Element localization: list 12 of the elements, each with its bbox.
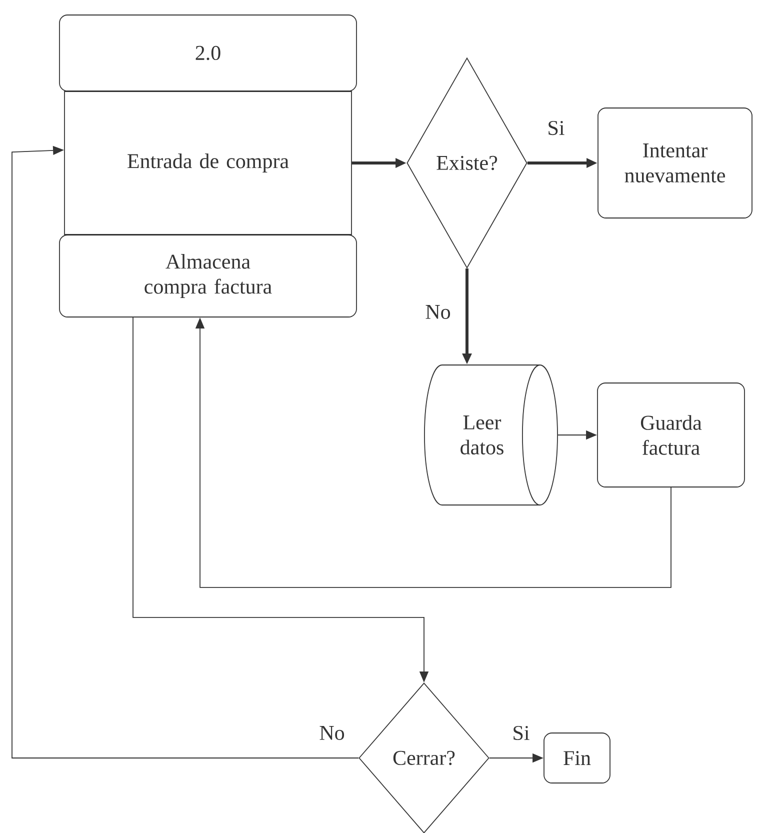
edge-label: Si: [511, 724, 531, 742]
terminal-box: Fin: [544, 732, 610, 784]
storage-cylinder: Leer datos: [424, 364, 558, 506]
edge-label: Si: [546, 120, 566, 136]
arrow: [12, 146, 359, 758]
process-footer: Almacena compra factura: [59, 234, 357, 318]
process-box: Entrada de compra: [64, 91, 352, 235]
process-box: Intentar nuevamente: [598, 108, 752, 218]
edge-label: No: [424, 304, 452, 320]
process-header: 2.0: [59, 14, 357, 92]
process-box: Guarda factura: [597, 382, 745, 488]
edge-label: No: [318, 725, 346, 741]
